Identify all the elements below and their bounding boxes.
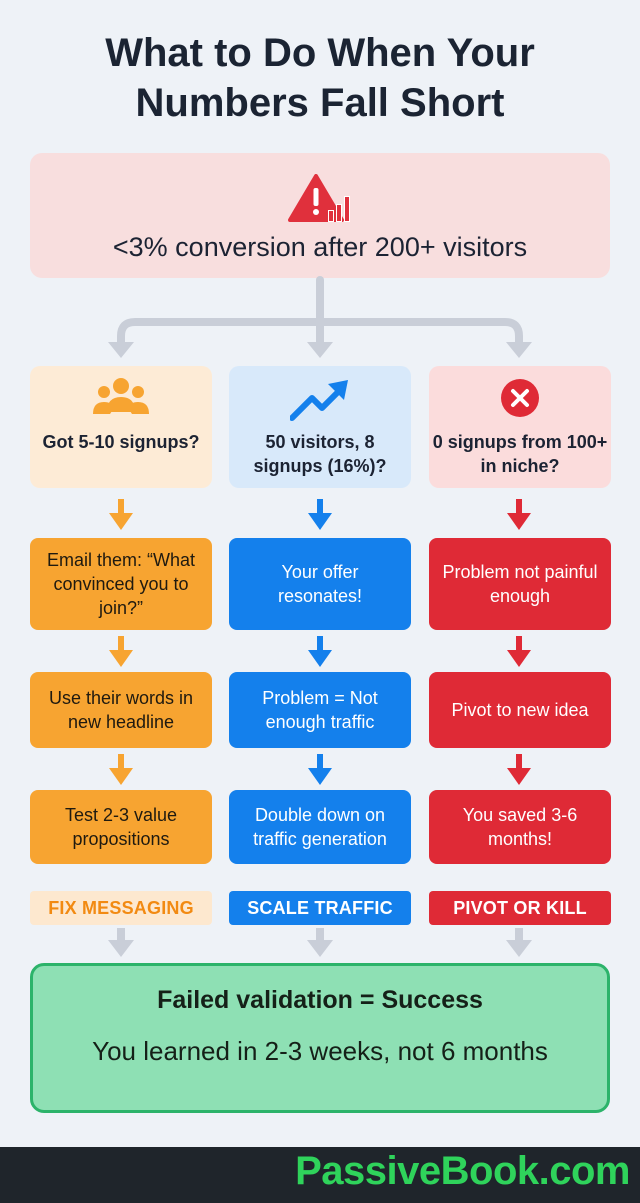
condition-text: 50 visitors, 8 signups (16%)?	[253, 432, 387, 476]
step-pivot-new-idea: Pivot to new idea	[429, 672, 611, 748]
condition-box-no-signups: 0 signups from 100+ in niche?	[429, 366, 611, 488]
result-box: Failed validation = Success You learned …	[30, 963, 610, 1113]
title-line-1: What to Do When Your	[105, 31, 535, 75]
step-email-them: Email them: “What convinced you to join?…	[30, 538, 212, 630]
outcome-fix-messaging: FIX MESSAGING	[30, 891, 212, 925]
outcome-scale-traffic: SCALE TRAFFIC	[229, 891, 411, 925]
x-circle-icon	[501, 379, 539, 417]
step-test-propositions: Test 2-3 value propositions	[30, 790, 212, 864]
condition-box-signups: Got 5-10 signups?	[30, 366, 212, 488]
trending-up-icon	[290, 380, 348, 421]
title-line-2: Numbers Fall Short	[135, 81, 505, 125]
trigger-text: <3% conversion after 200+ visitors	[112, 232, 528, 262]
warning-chart-icon	[288, 174, 350, 222]
people-icon	[93, 378, 149, 414]
condition-box-visitors: 50 visitors, 8 signups (16%)?	[229, 366, 411, 488]
outcome-pivot-or-kill: PIVOT OR KILL	[429, 891, 611, 925]
condition-text: 0 signups from 100+ in niche?	[432, 432, 608, 476]
brand-link[interactable]: PassiveBook.com	[295, 1149, 630, 1193]
step-offer-resonates: Your offer resonates!	[229, 538, 411, 630]
result-subtitle: You learned in 2-3 weeks, not 6 months	[92, 1036, 548, 1066]
step-use-their-words: Use their words in new headline	[30, 672, 212, 748]
step-double-down: Double down on traffic generation	[229, 790, 411, 864]
result-title: Failed validation = Success	[157, 986, 483, 1014]
condition-text: Got 5-10 signups?	[42, 432, 200, 452]
step-saved-months: You saved 3-6 months!	[429, 790, 611, 864]
page-title: What to Do When Your Numbers Fall Short	[0, 28, 640, 128]
footer-bar: PassiveBook.com	[0, 1147, 640, 1203]
step-not-painful: Problem not painful enough	[429, 538, 611, 630]
step-not-enough-traffic: Problem = Not enough traffic	[229, 672, 411, 748]
